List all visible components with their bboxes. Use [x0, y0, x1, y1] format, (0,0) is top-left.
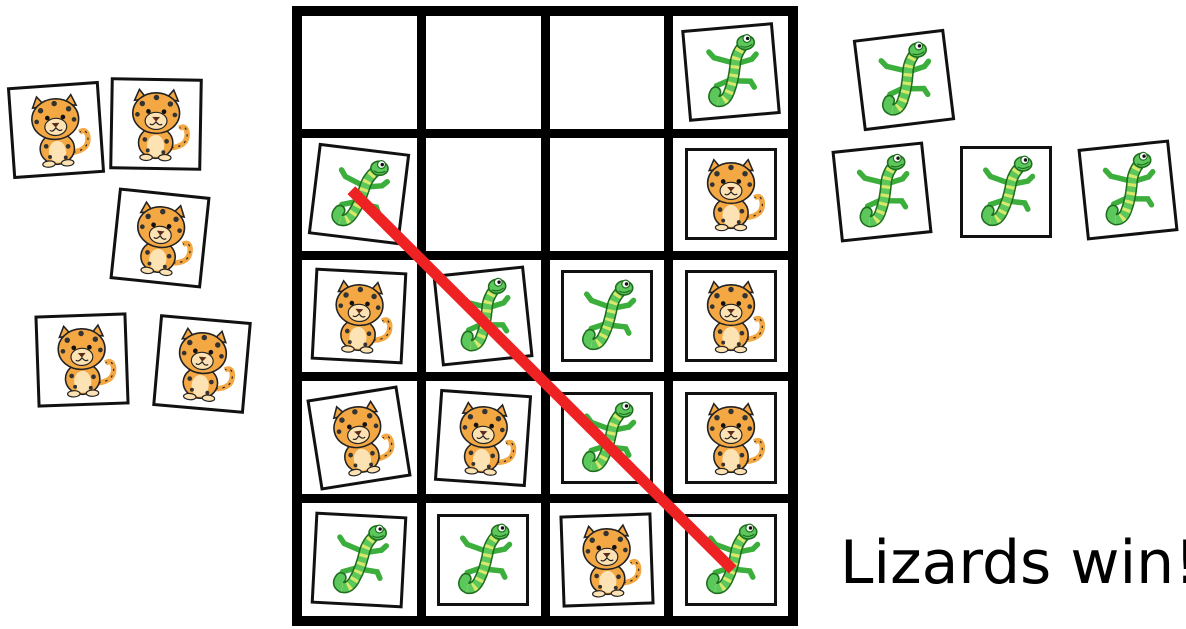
- lizard-card-r5-c1[interactable]: [311, 511, 408, 608]
- board-cell-r2-c2[interactable]: [426, 138, 541, 251]
- lizard-icon: [861, 37, 948, 124]
- lizard-icon: [1085, 147, 1171, 233]
- lizard-card-r3-c2[interactable]: [433, 265, 534, 366]
- jaguar-icon: [117, 195, 203, 281]
- board-cell-r1-c2[interactable]: [426, 16, 541, 129]
- loose-jaguar-card-5[interactable]: [152, 314, 252, 414]
- loose-lizard-card-4[interactable]: [1077, 139, 1178, 240]
- jaguar-icon: [14, 88, 97, 171]
- jaguar-card-r3-c4[interactable]: [685, 270, 777, 362]
- loose-jaguar-card-4[interactable]: [34, 312, 129, 407]
- jaguar-icon: [116, 84, 195, 163]
- jaguar-icon: [441, 396, 524, 479]
- lizard-card-r5-c4[interactable]: [685, 514, 777, 606]
- lizard-card-r1-c4[interactable]: [681, 23, 781, 123]
- jaguar-card-r5-c3[interactable]: [559, 512, 654, 607]
- lizard-card-r3-c3[interactable]: [561, 270, 653, 362]
- lizard-icon: [444, 521, 522, 599]
- jaguar-card-r4-c4[interactable]: [685, 392, 777, 484]
- jaguar-icon: [160, 322, 245, 407]
- board-cell-r1-c1[interactable]: [302, 16, 417, 129]
- lizard-icon: [316, 151, 403, 238]
- jaguar-icon: [318, 275, 400, 357]
- jaguar-icon: [692, 399, 770, 477]
- game-board: [292, 6, 798, 626]
- loose-jaguar-card-2[interactable]: [109, 77, 203, 171]
- lizard-icon: [839, 149, 925, 235]
- lizard-icon: [440, 273, 526, 359]
- lizard-card-r2-c1[interactable]: [308, 143, 411, 246]
- jaguar-icon: [692, 277, 770, 355]
- loose-lizard-card-1[interactable]: [853, 29, 956, 132]
- jaguar-icon: [692, 155, 770, 233]
- board-cell-r1-c3[interactable]: [550, 16, 665, 129]
- loose-lizard-card-2[interactable]: [831, 141, 932, 242]
- loose-jaguar-card-3[interactable]: [109, 187, 210, 288]
- jaguar-icon: [42, 320, 123, 401]
- jaguar-card-r4-c1[interactable]: [307, 385, 412, 490]
- lizard-icon: [967, 153, 1045, 231]
- loose-lizard-card-3[interactable]: [960, 146, 1052, 238]
- loose-jaguar-card-1[interactable]: [7, 81, 105, 179]
- lizard-card-r4-c3[interactable]: [561, 392, 653, 484]
- lizard-icon: [568, 399, 646, 477]
- jaguar-card-r2-c4[interactable]: [685, 148, 777, 240]
- lizard-icon: [692, 521, 770, 599]
- lizard-icon: [568, 277, 646, 355]
- lizard-icon: [318, 519, 400, 601]
- lizard-icon: [688, 30, 773, 115]
- lizard-card-r5-c2[interactable]: [437, 514, 529, 606]
- board-cell-r2-c3[interactable]: [550, 138, 665, 251]
- jaguar-icon: [315, 393, 404, 482]
- result-message: Lizards win!: [840, 528, 1186, 598]
- jaguar-icon: [567, 519, 648, 600]
- jaguar-card-r4-c2[interactable]: [434, 389, 532, 487]
- jaguar-card-r3-c1[interactable]: [311, 268, 408, 365]
